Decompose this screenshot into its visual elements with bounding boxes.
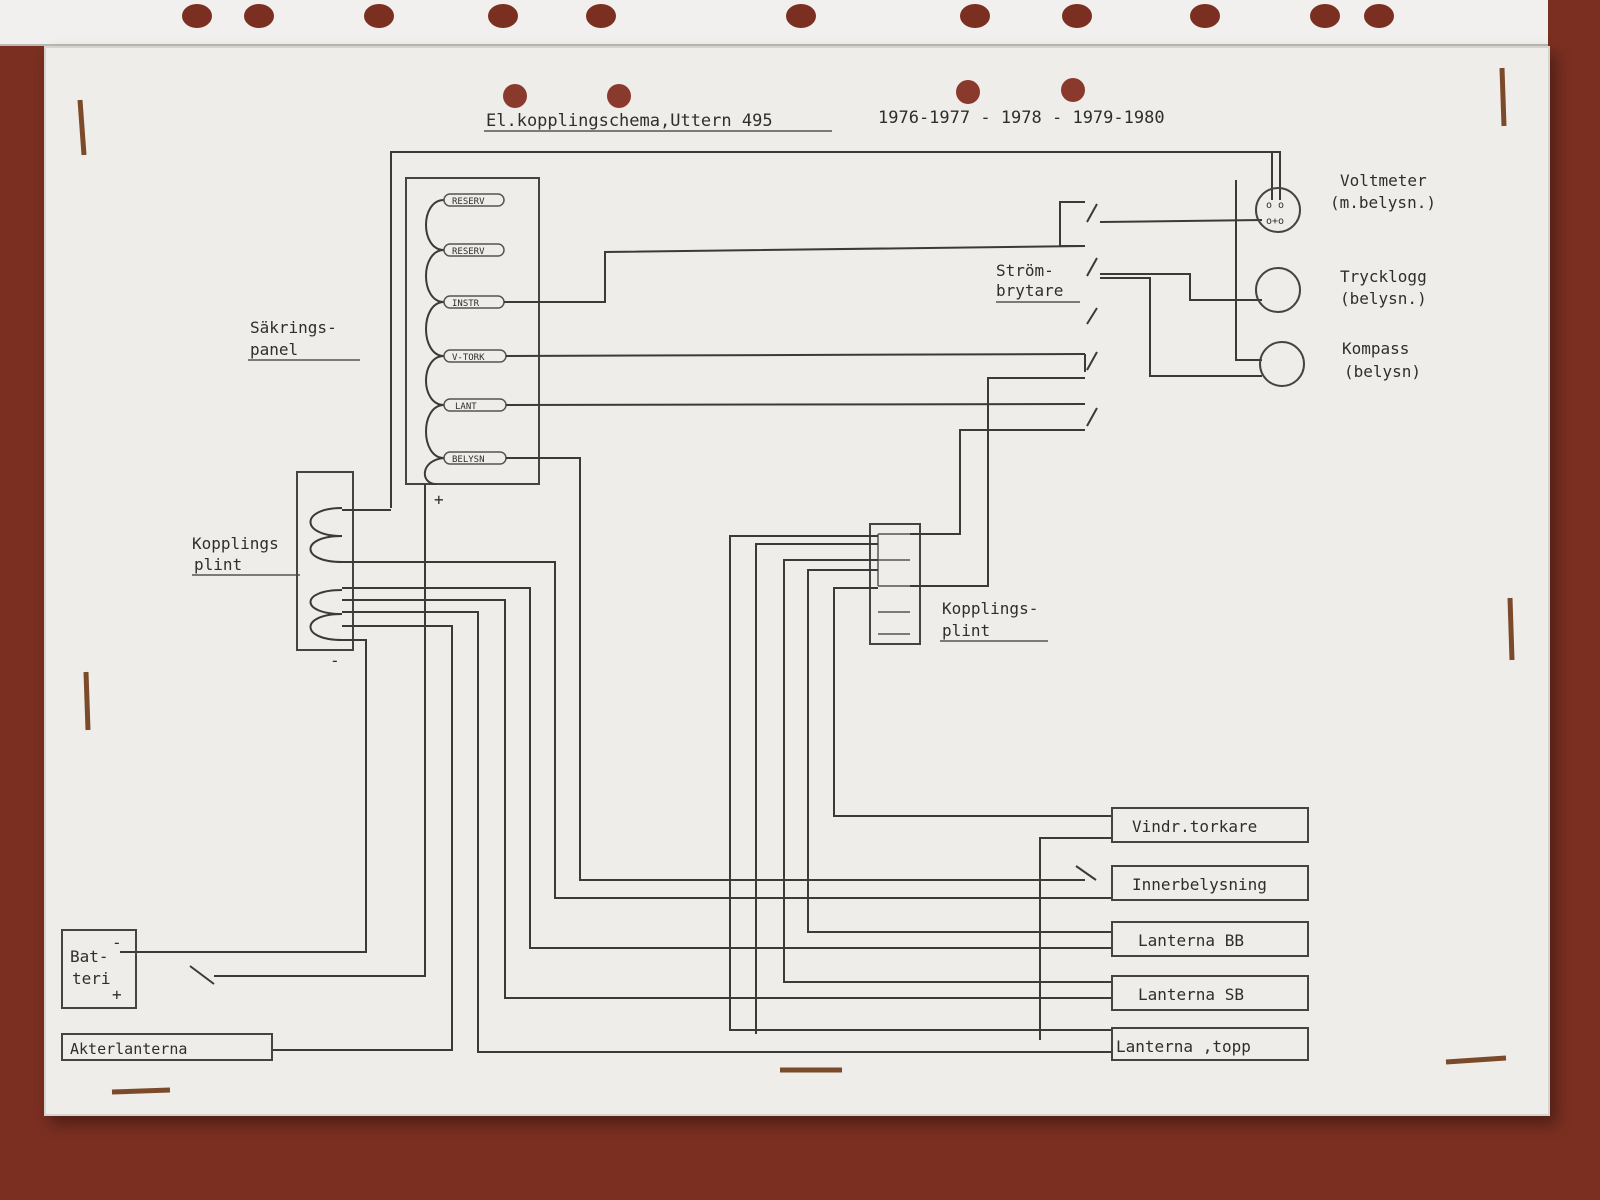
sakringspanel-label-1: Säkrings- (250, 318, 337, 337)
trycklogg-gauge (1255, 267, 1301, 313)
kopplingsplint-right (869, 523, 921, 645)
kopplingsplint-left-label-1: Kopplings (192, 534, 279, 553)
svg-text:RESERV: RESERV (452, 247, 485, 257)
wire-lant-switched (910, 429, 1085, 535)
diagram-title: El.kopplingschema,Uttern 495 (486, 111, 773, 131)
wire-lanterna-topp (729, 535, 1112, 1031)
wire-battery-negative (120, 639, 367, 953)
staple (1499, 67, 1507, 127)
trycklogg-label-2: (belysn.) (1340, 289, 1427, 308)
fuse-instr: INSTR (443, 295, 505, 309)
wire-lanterna-bb-return (342, 587, 1112, 949)
staple (1445, 1055, 1507, 1065)
svg-text:o+o: o+o (1266, 216, 1284, 227)
battery-plus: + (112, 985, 122, 1004)
svg-text:Lanterna BB: Lanterna BB (1138, 931, 1244, 950)
innerbelysning-switch (1075, 865, 1097, 881)
voltmeter-label-2: (m.belysn.) (1330, 193, 1436, 212)
staple (111, 1087, 171, 1095)
consumer-lanterna-topp: Lanterna ,topp (1111, 1027, 1309, 1061)
punch-hole (956, 80, 980, 104)
battery-minus: - (112, 933, 122, 952)
wire-v-tork (505, 353, 1086, 357)
svg-text:Lanterna SB: Lanterna SB (1138, 985, 1244, 1004)
wire-v-tork-switched (910, 377, 1085, 587)
staple (83, 671, 91, 731)
wire-lanterna-topp-return (342, 611, 1112, 1053)
svg-text:LANT: LANT (455, 402, 477, 412)
strombrytare-label-1: Ström- (996, 261, 1054, 280)
voltmeter-gauge: o o o+o (1255, 187, 1301, 233)
wire-lant (505, 403, 1086, 406)
svg-text:BELYSN: BELYSN (452, 455, 485, 465)
punch-hole (503, 84, 527, 108)
switch-bank (1059, 201, 1098, 427)
fuse-lant: LANT (443, 398, 507, 412)
fuse-v-tork: V-TORK (443, 349, 507, 363)
fuse-plus-sign: + (434, 490, 444, 509)
wire-voltmeter-light (1099, 219, 1263, 223)
battery-label-1: Bat- (70, 947, 109, 966)
wire-instr (504, 245, 1086, 303)
strombrytare-label-2: brytare (996, 281, 1063, 300)
akterlanterna-box (61, 1033, 273, 1061)
plint-left-bridge-2 (309, 589, 343, 641)
trycklogg-label-1: Trycklogg (1340, 267, 1427, 286)
wire-plint-right-a (755, 543, 878, 1034)
wire-lanterna-sb-return (342, 599, 1112, 999)
kompass-label-2: (belysn) (1344, 362, 1421, 381)
consumer-lanterna-sb: Lanterna SB (1111, 975, 1309, 1011)
consumer-lanterna-bb: Lanterna BB (1111, 921, 1309, 957)
wire-vindrutetorkare (833, 587, 1112, 817)
svg-text:INSTR: INSTR (452, 299, 480, 309)
schematic-paper (44, 46, 1550, 1116)
kompass-label-1: Kompass (1342, 339, 1409, 358)
plint-minus-sign: - (330, 651, 340, 670)
wire-innerbelysning-return (342, 561, 1112, 899)
punch-hole (607, 84, 631, 108)
battery (61, 929, 137, 1009)
wire-kompass (1100, 277, 1262, 377)
fuse-panel (405, 177, 540, 485)
svg-text:Innerbelysning: Innerbelysning (1132, 875, 1267, 894)
svg-text:RESERV: RESERV (452, 197, 485, 207)
wire-battery-positive (214, 484, 426, 977)
plint-left-bridge-1 (309, 507, 343, 563)
wire-trycklogg (1100, 273, 1262, 301)
battery-label-2: teri (72, 969, 111, 988)
wire-main-positive (390, 151, 1281, 508)
kopplingsplint-right-label-1: Kopplings- (942, 599, 1038, 618)
kopplingsplint-right-label-2: plint (942, 621, 990, 640)
staple (1507, 597, 1515, 661)
svg-text:V-TORK: V-TORK (452, 353, 485, 363)
wire-lanterna-sb (783, 559, 1112, 983)
wire-lanterna-bb (807, 569, 1112, 933)
svg-text:Vindr.torkare: Vindr.torkare (1132, 817, 1257, 836)
sakringspanel-label-2: panel (250, 340, 298, 359)
fuse-belysn: BELYSN (443, 451, 507, 465)
plint-right-terminals (877, 533, 910, 635)
fuse-bus (423, 199, 445, 485)
consumer-vindrutetorkare: Vindr.torkare (1111, 807, 1309, 843)
main-switch (189, 965, 215, 985)
voltmeter-label-1: Voltmeter (1340, 171, 1427, 190)
fuse-reserv-2: RESERV (443, 243, 505, 257)
wire-belysn (506, 457, 1085, 881)
punch-hole (1061, 78, 1085, 102)
fuse-reserv-1: RESERV (443, 193, 505, 207)
kompass-gauge (1259, 341, 1305, 387)
kopplingsplint-left-label-2: plint (194, 555, 242, 574)
svg-text:Lanterna ,topp: Lanterna ,topp (1116, 1037, 1251, 1056)
wire-topp-ground (1039, 837, 1112, 1040)
staple (77, 99, 87, 156)
wire-akterlanterna (272, 625, 453, 1051)
wire-instrument-ground (1235, 180, 1262, 361)
consumer-innerbelysning: Innerbelysning (1111, 865, 1309, 901)
diagram-years: 1976-1977 - 1978 - 1979-1980 (878, 108, 1165, 128)
akterlanterna-label: Akterlanterna (70, 1040, 187, 1058)
svg-text:o o: o o (1266, 200, 1284, 211)
plastic-sleeve-top (0, 0, 1548, 46)
